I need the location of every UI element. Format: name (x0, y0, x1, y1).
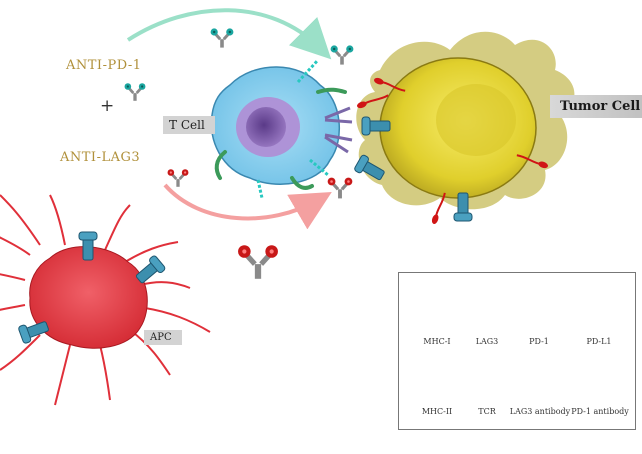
t-cell-lag3 (256, 58, 329, 199)
legend-label-tcr: TCR (478, 407, 496, 416)
legend-label-pd1: PD-1 (529, 337, 549, 346)
lag3-antibody-1 (166, 167, 190, 189)
lag3-antibody-3 (238, 245, 278, 279)
t-cell-nucleus-core (246, 107, 286, 147)
tumor-cell-label: Tumor Cell (550, 95, 642, 118)
t-cell-tcr (324, 106, 353, 154)
t-cell-label: T Cell (163, 116, 215, 134)
legend-box: MHC-I LAG3 PD-1 PD-L1 MHC-II TCR LAG3 an… (398, 272, 636, 430)
t-cell-pd1 (214, 87, 347, 190)
anti-pd1-arrow (126, 8, 332, 60)
pd1-antibody-3 (329, 43, 355, 67)
legend-label-lag3-antibody: LAG3 antibody (509, 407, 571, 416)
anti-lag3-label: ANTI-LAG3 (60, 150, 141, 165)
legend-label-lag3: LAG3 (475, 337, 499, 346)
pd1-antibody-2 (123, 81, 147, 103)
plus-sign: + (100, 96, 115, 116)
anti-lag3-arrow (163, 183, 332, 230)
anti-pd1-label: ANTI-PD-1 (66, 58, 142, 73)
apc-cell (29, 246, 148, 349)
apc-label: APC (144, 330, 182, 345)
tumor-nucleus (436, 84, 516, 156)
lag3-antibody-2 (326, 175, 354, 201)
pd1-antibody-1 (209, 26, 235, 50)
legend-label-pd1-antibody: PD-1 antibody (571, 407, 629, 416)
legend-label-mhc-ii: MHC-II (421, 407, 453, 416)
legend-label-mhc-i: MHC-I (423, 337, 451, 346)
legend-label-pdl1: PD-L1 (586, 337, 612, 346)
